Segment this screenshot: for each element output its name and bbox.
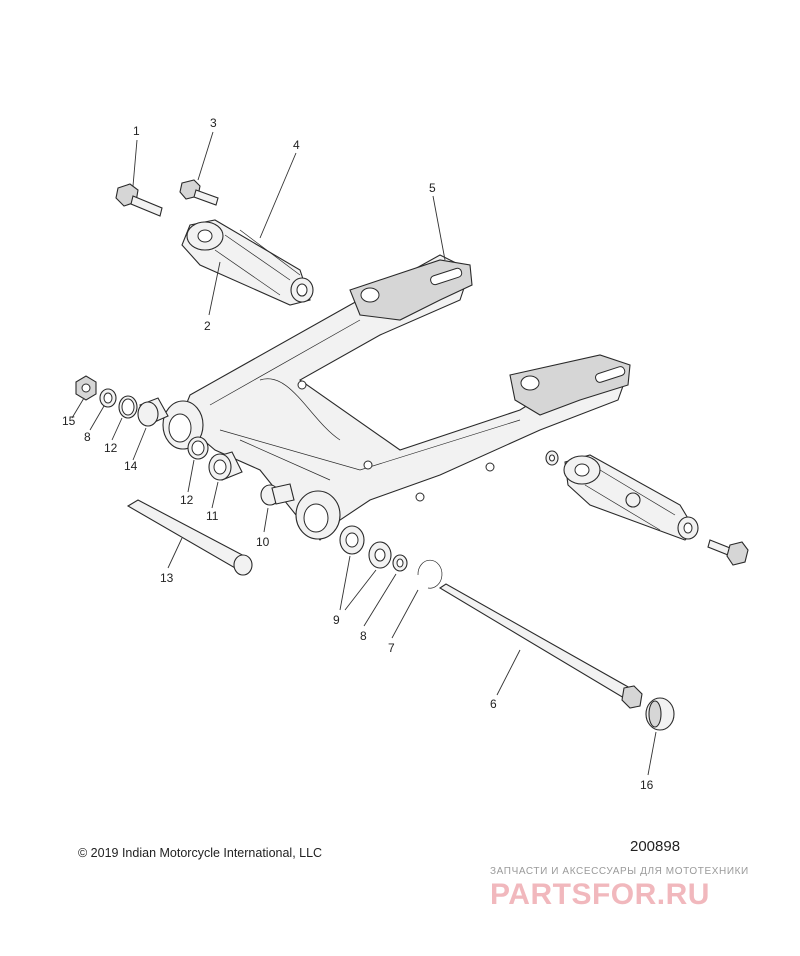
leader-lines xyxy=(71,131,657,776)
callout-7: 7 xyxy=(388,641,395,655)
bolt-right-shock xyxy=(707,539,749,566)
callout-3: 3 xyxy=(210,116,217,130)
callout-11: 11 xyxy=(206,509,219,523)
callout-6: 6 xyxy=(490,697,497,711)
callout-2: 2 xyxy=(204,319,211,333)
callout-labels: 1 2 3 4 5 6 7 8 8 9 10 11 12 12 13 14 15… xyxy=(62,116,654,792)
callout-12b: 12 xyxy=(180,493,194,507)
washer-8-left xyxy=(99,388,117,408)
callout-10: 10 xyxy=(256,535,270,549)
bushing-10 xyxy=(260,483,295,506)
cap-16 xyxy=(645,697,675,731)
watermark-logo: PARTSFOR.RU xyxy=(490,878,710,911)
bolt-1 xyxy=(115,183,163,217)
callout-8b: 8 xyxy=(360,629,367,643)
seal-12-lower xyxy=(187,436,209,460)
shock-absorber-right xyxy=(563,454,699,541)
washer-right-shock xyxy=(545,450,559,466)
pivot-shaft-13 xyxy=(126,499,253,576)
bearings-9 xyxy=(339,525,392,569)
callout-8a: 8 xyxy=(84,430,91,444)
bushing-14 xyxy=(137,397,169,427)
callout-9: 9 xyxy=(333,613,340,627)
swingarm xyxy=(162,254,631,541)
callout-5: 5 xyxy=(429,181,436,195)
seal-12-upper xyxy=(118,395,138,419)
washer-8-right xyxy=(392,554,408,572)
axle-6 xyxy=(438,583,643,709)
circlip-7 xyxy=(417,559,443,589)
nut-15 xyxy=(75,375,97,401)
callout-16: 16 xyxy=(640,778,654,792)
callout-14: 14 xyxy=(124,459,138,473)
callout-12a: 12 xyxy=(104,441,118,455)
callout-4: 4 xyxy=(293,138,300,152)
shock-absorber-left xyxy=(181,219,314,306)
callout-1: 1 xyxy=(133,124,140,138)
bolt-3 xyxy=(179,179,219,206)
callout-13: 13 xyxy=(160,571,174,585)
copyright-notice: © 2019 Indian Motorcycle International, … xyxy=(78,846,323,860)
callout-15: 15 xyxy=(62,414,76,428)
watermark-tagline: ЗАПЧАСТИ И АКСЕССУАРЫ ДЛЯ МОТОТЕХНИКИ xyxy=(490,866,749,877)
sleeve-11 xyxy=(208,451,243,481)
figure-number: 200898 xyxy=(630,838,681,855)
